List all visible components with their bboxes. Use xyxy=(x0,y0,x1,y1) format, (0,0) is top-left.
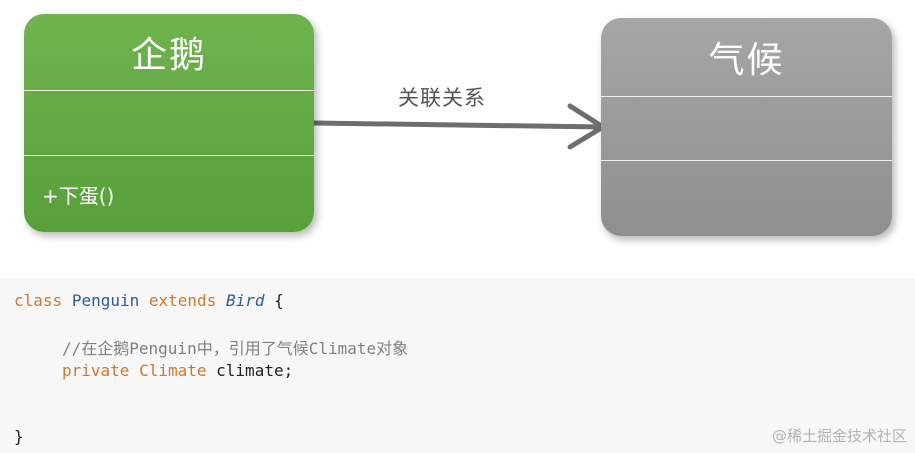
class-name-penguin: Penguin xyxy=(71,291,140,310)
penguin-operation-lay-egg: +下蛋() xyxy=(42,183,115,208)
code-block: class Penguin extends Bird { //在企鹅Pengui… xyxy=(0,278,915,453)
keyword-class: class xyxy=(14,291,63,310)
penguin-class-box: 企鹅 +下蛋() xyxy=(24,14,314,232)
close-brace: } xyxy=(14,427,24,446)
penguin-divider-1 xyxy=(24,90,314,91)
uml-diagram: 企鹅 +下蛋() 关联关系 气候 xyxy=(24,14,892,236)
climate-class-name: 气候 xyxy=(708,40,785,81)
keyword-private: private xyxy=(62,361,130,380)
association-line xyxy=(311,120,606,130)
climate-class-box: 气候 xyxy=(601,18,892,236)
climate-attributes-section xyxy=(601,97,892,160)
code-line-field: private Climate climate; xyxy=(62,360,293,382)
field-name-climate: climate; xyxy=(216,361,294,380)
association-label: 关联关系 xyxy=(398,86,486,110)
penguin-divider-2 xyxy=(24,155,314,156)
code-line-comment: //在企鹅Penguin中，引用了气候Climate对象 xyxy=(62,338,408,360)
penguin-class-name: 企鹅 xyxy=(130,35,207,76)
climate-operations-section xyxy=(601,161,892,236)
code-line-class-declaration: class Penguin extends Bird { xyxy=(14,290,284,312)
code-comment: //在企鹅Penguin中，引用了气候Climate对象 xyxy=(62,339,409,358)
open-brace: { xyxy=(274,291,284,310)
climate-divider-2 xyxy=(601,160,892,161)
parent-class-bird: Bird xyxy=(225,291,265,310)
watermark: @稀土掘金技术社区 xyxy=(771,427,907,445)
field-type-climate: Climate xyxy=(139,361,207,380)
climate-divider-1 xyxy=(601,96,892,97)
penguin-attributes-section xyxy=(24,91,314,155)
code-line-close-brace: } xyxy=(14,426,24,448)
keyword-extends: extends xyxy=(148,291,217,310)
